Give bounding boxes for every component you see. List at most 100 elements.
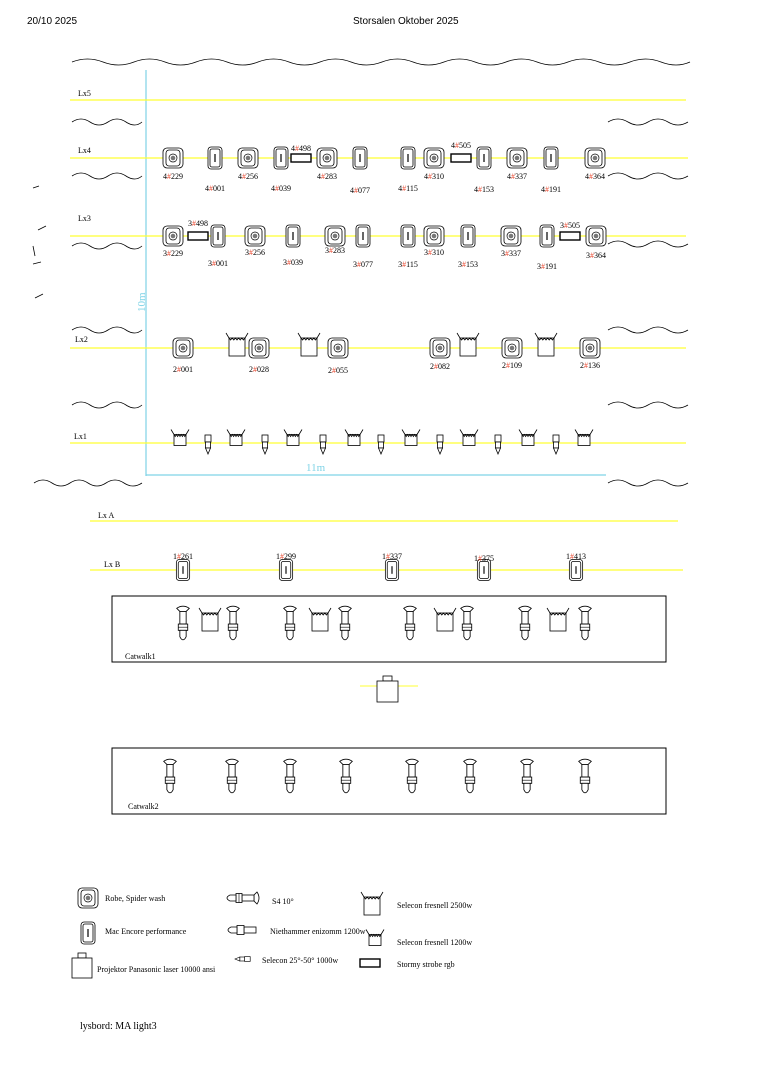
channel-part: 3	[586, 251, 590, 260]
bar-label: Lx2	[75, 335, 88, 344]
channel-part: #	[564, 221, 568, 230]
fixture-mac: 4#039	[271, 146, 291, 193]
fixture-fresnel_s	[283, 429, 303, 446]
fixture-mac: 3#077	[353, 224, 373, 269]
fixture-s4	[403, 605, 417, 641]
channel-label: 3#001	[208, 259, 228, 268]
spider-icon	[162, 147, 184, 169]
mac-icon	[352, 146, 368, 170]
selecon-icon	[319, 434, 327, 456]
channel-part: #	[428, 248, 432, 257]
spider-icon	[423, 225, 445, 247]
legend-item-spider: Robe, Spider wash	[77, 887, 165, 909]
channel-part: 261	[181, 552, 193, 561]
channel-part: 310	[432, 248, 444, 257]
legend-item-selecon: Selecon 25°-50° 1000w	[234, 956, 338, 965]
fixture-s4	[225, 758, 239, 794]
spider-icon	[501, 337, 523, 359]
channel-label: 3#364	[586, 251, 606, 260]
fixture-s4	[578, 605, 592, 641]
strobe-icon	[559, 231, 581, 241]
bar-lx5: Lx5	[70, 89, 686, 101]
fixture-s4	[520, 758, 534, 794]
channel-part: 413	[574, 552, 586, 561]
fixture-fresnel_l	[456, 332, 480, 357]
channel-part: 4	[271, 184, 275, 193]
selecon-icon	[436, 434, 444, 456]
curtain-wave	[71, 118, 143, 126]
fixture-spider: 3#229	[162, 225, 184, 258]
channel-label: 3#337	[501, 249, 521, 258]
fresnel_l-icon	[546, 607, 570, 632]
channel-part: #	[402, 184, 406, 193]
curtain-wave	[607, 326, 689, 334]
channel-part: 3	[537, 262, 541, 271]
fresnel_s-icon	[170, 429, 190, 446]
fresnel_s-icon	[518, 429, 538, 446]
channel-label: 2#136	[580, 361, 600, 370]
niethammer-icon	[227, 925, 257, 935]
channel-label: 2#001	[173, 365, 193, 374]
fixture-fresnel_s	[518, 429, 538, 446]
fixture-spider: 2#136	[579, 337, 601, 370]
legend-item-s4: S4 10°	[226, 891, 294, 906]
channel-label: 1#413	[566, 552, 586, 561]
strobe-icon	[359, 958, 381, 968]
curtain-wave	[71, 401, 143, 409]
spider-icon	[248, 337, 270, 359]
channel-part: 115	[406, 184, 418, 193]
channel-part: 4	[238, 172, 242, 181]
channel-part: 4	[398, 184, 402, 193]
channel-label: 4#153	[474, 185, 494, 194]
channel-part: #	[428, 172, 432, 181]
catwalk-2: Catwalk2	[111, 747, 667, 815]
fixture-mac: 3#191	[537, 224, 557, 271]
fixture-selecon	[319, 434, 327, 456]
channel-part: 055	[336, 366, 348, 375]
channel-label: 4#001	[205, 184, 225, 193]
channel-label: 4#229	[163, 172, 183, 181]
fresnel_l-icon	[225, 332, 249, 357]
fixture-fresnel_s	[226, 429, 246, 446]
fixture-s4	[163, 758, 177, 794]
channel-part: 1	[566, 552, 570, 561]
fixture-spider: 2#082	[429, 337, 451, 371]
mac-icon	[80, 921, 96, 945]
catwalk-label: Catwalk2	[128, 802, 159, 811]
fixture-s4	[283, 605, 297, 641]
fixture-fresnel_l	[225, 332, 249, 357]
s4-icon	[405, 758, 419, 794]
channel-part: 283	[333, 246, 345, 255]
stray-marks	[32, 185, 47, 299]
channel-part: #	[478, 554, 482, 563]
fresnel_s-icon	[459, 429, 479, 446]
channel-label: 3#256	[245, 248, 265, 257]
fresnel_l-icon	[360, 891, 384, 916]
fixture-spider: 4#337	[506, 147, 528, 181]
fixture-spider: 3#283	[324, 225, 346, 255]
spider-icon	[327, 337, 349, 359]
channel-label: 4#115	[398, 184, 418, 193]
fresnel_s-icon	[574, 429, 594, 446]
channel-part: 299	[284, 552, 296, 561]
fixture-s4	[518, 605, 532, 641]
channel-part: 498	[299, 144, 311, 153]
channel-label: 1#375	[474, 554, 494, 563]
channel-part: #	[295, 144, 299, 153]
channel-part: 4	[163, 172, 167, 181]
fixture-spider: 4#256	[237, 147, 259, 181]
fixture-s4	[338, 605, 352, 641]
channel-label: 3#153	[458, 260, 478, 269]
legend-label: Selecon fresnell 1200w	[397, 938, 472, 947]
fixture-mac: 4#077	[350, 146, 370, 195]
channel-part: #	[332, 366, 336, 375]
channel-part: #	[212, 259, 216, 268]
fixture-mac: 3#153	[458, 224, 478, 269]
mac-icon	[476, 146, 492, 170]
spider-icon	[584, 147, 606, 169]
fixture-s4	[463, 758, 477, 794]
spider-icon	[429, 337, 451, 359]
legend-item-projector: Projektor Panasonic laser 10000 ansi	[71, 952, 216, 979]
